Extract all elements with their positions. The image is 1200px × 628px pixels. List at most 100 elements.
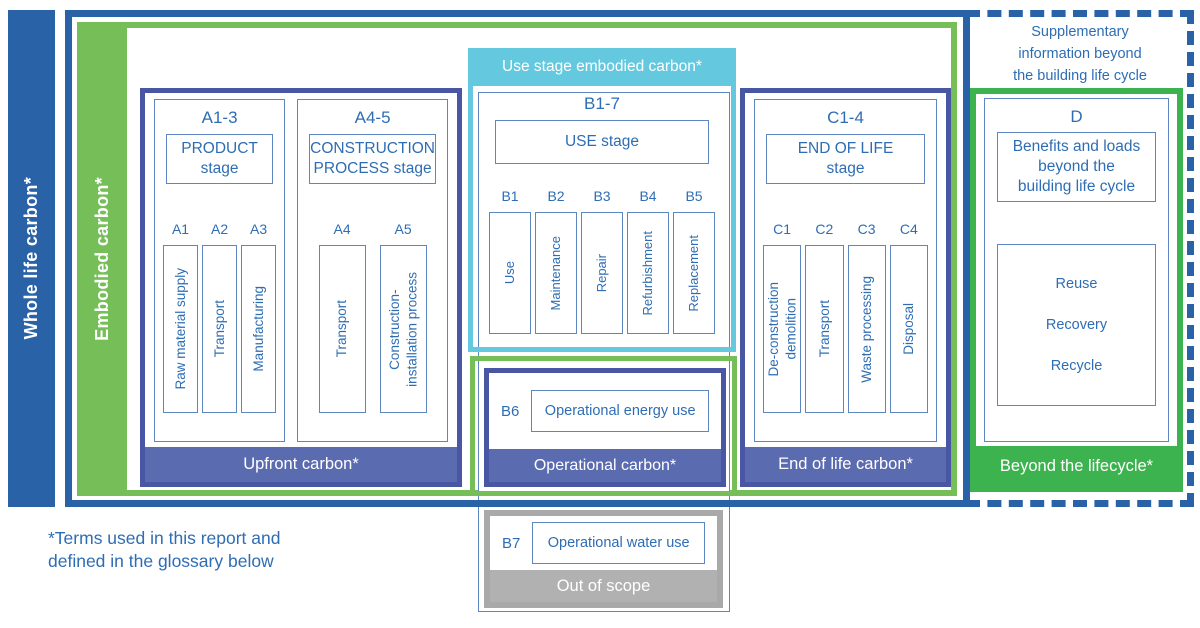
- stage-group-b: Use stage embodied carbon* B1-7 USE stag…: [468, 48, 736, 352]
- unit-code: A3: [250, 221, 268, 237]
- subgroup-a13-code: A1-3: [201, 108, 238, 127]
- unit-label: Maintenance: [547, 235, 563, 311]
- unit-code: C4: [899, 221, 918, 237]
- unit-label: Transport: [211, 300, 227, 358]
- embodied-carbon-bar: Embodied carbon*: [77, 22, 127, 496]
- banner-beyond-lifecycle: Beyond the lifecycle*: [976, 446, 1177, 486]
- supplementary-note: Supplementary information beyond the bui…: [1013, 24, 1147, 84]
- end-of-life-stage-box: END OF LIFE stage: [766, 134, 925, 184]
- unit-b1: B1 Use: [489, 188, 531, 334]
- subgroup-d-code: D: [1070, 107, 1083, 126]
- unit-code: B4: [639, 188, 657, 204]
- unit-box: Disposal: [889, 245, 928, 413]
- unit-label: Repair: [593, 253, 609, 293]
- use-stage-box: USE stage: [495, 120, 709, 164]
- unit-code: A5: [394, 221, 412, 237]
- b6-row: B6 Operational energy use: [489, 373, 721, 449]
- unit-code: B1: [501, 188, 519, 204]
- unit-c1: C1 De-construction demolition: [763, 221, 802, 413]
- unit-b4: B4 Refurbishment: [627, 188, 669, 334]
- unit-label: Waste processing: [858, 275, 874, 383]
- recovery-item: Recovery: [1045, 317, 1108, 333]
- unit-code: B3: [593, 188, 611, 204]
- unit-code: B5: [685, 188, 703, 204]
- reuse-recovery-recycle-box: Reuse Recovery Recycle: [997, 244, 1156, 406]
- unit-box: Use: [489, 212, 531, 334]
- unit-a5: A5 Construction- installation process: [379, 221, 427, 413]
- construction-process-stage-box: CONSTRUCTION PROCESS stage: [309, 134, 436, 184]
- unit-label: Manufacturing: [250, 286, 266, 372]
- unit-box: De-construction demolition: [763, 245, 802, 413]
- subgroup-b17-code: B1-7: [584, 94, 620, 113]
- unit-b2: B2 Maintenance: [535, 188, 577, 334]
- subgroup-a45: A4-5 CONSTRUCTION PROCESS stage A4 Trans…: [297, 99, 448, 442]
- unit-a1: A1 Raw material supply: [163, 221, 199, 413]
- unit-box: Raw material supply: [163, 245, 199, 413]
- b17-units: B1 Use B2 Maintenance B3 Repair B4 Refur…: [489, 188, 715, 334]
- stage-group-d-body: D Benefits and loads beyond the building…: [976, 94, 1177, 446]
- unit-code: C1: [773, 221, 792, 237]
- whole-life-carbon-label: Whole life carbon*: [21, 177, 41, 340]
- recycle-item: Recycle: [1050, 358, 1103, 374]
- unit-box: Replacement: [673, 212, 715, 334]
- operational-carbon-green-frame: [470, 356, 737, 496]
- unit-c3: C3 Waste processing: [847, 221, 886, 413]
- subgroup-a13: A1-3 PRODUCT stage A1 Raw material suppl…: [154, 99, 286, 442]
- whole-life-carbon-bar: Whole life carbon*: [8, 10, 55, 507]
- stage-group-a: A1-3 PRODUCT stage A1 Raw material suppl…: [140, 88, 462, 487]
- unit-box: Transport: [202, 245, 238, 413]
- unit-box: Manufacturing: [241, 245, 277, 413]
- unit-box: Repair: [581, 212, 623, 334]
- unit-label: Transport: [334, 300, 350, 358]
- unit-a2: A2 Transport: [202, 221, 238, 413]
- subgroup-c14: C1-4 END OF LIFE stage C1 De-constructio…: [754, 99, 937, 442]
- stage-group-c: C1-4 END OF LIFE stage C1 De-constructio…: [740, 88, 951, 487]
- stage-group-d: D Benefits and loads beyond the building…: [970, 88, 1183, 492]
- unit-box: Construction- installation process: [379, 245, 427, 413]
- unit-label: Replacement: [685, 234, 701, 312]
- b6-operational-energy-group: B6 Operational energy use Operational ca…: [484, 368, 726, 487]
- banner-end-of-life-carbon: End of life carbon*: [745, 447, 946, 482]
- unit-code: C3: [857, 221, 876, 237]
- use-stage-embodied-header: Use stage embodied carbon*: [468, 48, 736, 86]
- b6-code: B6: [501, 402, 520, 420]
- banner-out-of-scope: Out of scope: [490, 570, 717, 602]
- unit-b5: B5 Replacement: [673, 188, 715, 334]
- benefits-and-loads-box: Benefits and loads beyond the building l…: [997, 132, 1156, 202]
- footnote: *Terms used in this report and defined i…: [48, 528, 281, 572]
- stage-group-c-body: C1-4 END OF LIFE stage C1 De-constructio…: [745, 93, 946, 447]
- subgroup-c14-code: C1-4: [827, 108, 864, 127]
- unit-label: Raw material supply: [172, 268, 188, 390]
- unit-label: Use: [501, 261, 517, 285]
- unit-a3: A3 Manufacturing: [241, 221, 277, 413]
- unit-c4: C4 Disposal: [889, 221, 928, 413]
- unit-label: Disposal: [901, 303, 917, 355]
- banner-upfront-carbon: Upfront carbon*: [145, 447, 457, 482]
- unit-box: Maintenance: [535, 212, 577, 334]
- operational-water-use-box: Operational water use: [532, 522, 705, 564]
- unit-code: B2: [547, 188, 565, 204]
- stage-group-a-body: A1-3 PRODUCT stage A1 Raw material suppl…: [145, 93, 457, 447]
- supplementary-dashed-box: [966, 10, 1194, 507]
- unit-box: Waste processing: [847, 245, 886, 413]
- unit-box: Transport: [318, 245, 366, 413]
- a45-units: A4 Transport A5 Construction- installati…: [304, 221, 441, 413]
- product-stage-box: PRODUCT stage: [166, 134, 274, 184]
- reuse-item: Reuse: [1055, 276, 1098, 292]
- unit-code: A4: [333, 221, 351, 237]
- b7-out-of-scope-group: B7 Operational water use Out of scope: [484, 510, 723, 608]
- unit-a4: A4 Transport: [318, 221, 366, 413]
- subgroup-d: D Benefits and loads beyond the building…: [984, 98, 1169, 442]
- stage-group-b-body: B1-7 USE stage B1 Use B2 Maintenance B3 …: [468, 86, 736, 352]
- a13-units: A1 Raw material supply A2 Transport A3 M…: [161, 221, 278, 413]
- embodied-carbon-label: Embodied carbon*: [91, 177, 112, 341]
- subgroup-a45-code: A4-5: [354, 108, 391, 127]
- unit-label: Construction- installation process: [386, 271, 420, 387]
- unit-label: Refurbishment: [639, 230, 655, 316]
- b7-row: B7 Operational water use: [490, 516, 717, 570]
- unit-code: A2: [211, 221, 229, 237]
- b7-code: B7: [502, 534, 521, 552]
- unit-b3: B3 Repair: [581, 188, 623, 334]
- unit-code: C2: [815, 221, 834, 237]
